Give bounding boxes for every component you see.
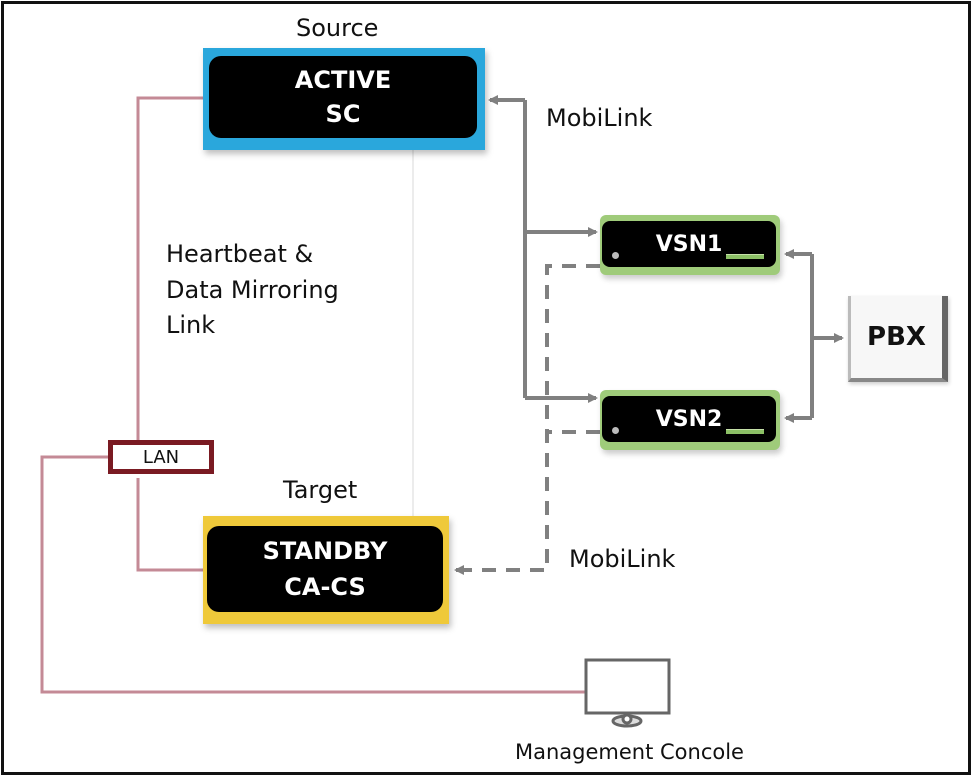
active-sc-line2: SC bbox=[325, 100, 361, 128]
link-lan-to-standby bbox=[136, 478, 203, 572]
link-lan-to-active-sc bbox=[136, 96, 203, 443]
lan-links bbox=[40, 96, 588, 694]
mobilink-dashed bbox=[470, 264, 600, 572]
link-vsn1-to-standby bbox=[470, 264, 600, 572]
activity-bar-icon bbox=[726, 254, 764, 259]
node-lan[interactable]: LAN bbox=[108, 440, 214, 474]
node-vsn1[interactable]: VSN1 bbox=[600, 215, 780, 275]
active-sc-line1: ACTIVE bbox=[294, 66, 392, 94]
monitor-icon bbox=[584, 658, 671, 728]
pbx-links bbox=[784, 249, 844, 423]
label-heartbeat-line1: Heartbeat & bbox=[166, 240, 314, 268]
node-standby-ca-cs[interactable]: STANDBY CA-CS bbox=[203, 516, 449, 624]
status-led-icon bbox=[612, 252, 619, 259]
node-active-sc[interactable]: ACTIVE SC bbox=[203, 48, 485, 150]
label-target: Target bbox=[283, 476, 358, 504]
link-lan-to-management-console bbox=[40, 455, 588, 694]
label-management-console: Management Concole bbox=[515, 740, 744, 764]
label-source: Source bbox=[296, 14, 379, 42]
label-heartbeat-line3: Link bbox=[166, 311, 216, 339]
mobilink-solid bbox=[488, 95, 598, 403]
node-pbx[interactable]: PBX bbox=[848, 296, 948, 382]
label-mobilink-top: MobiLink bbox=[546, 104, 653, 132]
activity-bar-icon bbox=[726, 429, 764, 434]
standby-line1: STANDBY bbox=[262, 537, 388, 565]
label-mobilink-bottom: MobiLink bbox=[569, 545, 676, 573]
standby-line2: CA-CS bbox=[284, 573, 366, 601]
label-heartbeat-line2: Data Mirroring bbox=[166, 276, 339, 304]
vsn1-label: VSN1 bbox=[655, 231, 723, 257]
node-vsn2[interactable]: VSN2 bbox=[600, 390, 780, 450]
vsn2-label: VSN2 bbox=[655, 406, 723, 432]
status-led-icon bbox=[612, 427, 619, 434]
